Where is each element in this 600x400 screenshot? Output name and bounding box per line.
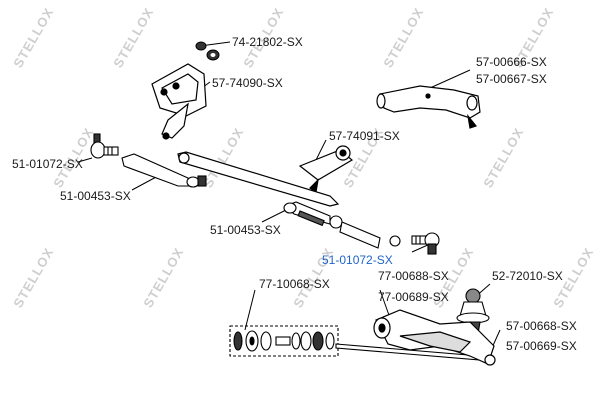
upper-arm-57-00666[interactable] bbox=[376, 85, 481, 129]
tie-rod-51-00453-mid[interactable] bbox=[283, 201, 331, 227]
label-57-00666[interactable]: 57-00666-SX bbox=[476, 55, 547, 69]
label-77-00688[interactable]: 77-00688-SX bbox=[378, 269, 449, 283]
label-77-00689[interactable]: 77-00689-SX bbox=[378, 290, 449, 304]
label-57-00667[interactable]: 57-00667-SX bbox=[476, 72, 547, 86]
idler-arm-57-74090[interactable] bbox=[151, 63, 207, 140]
label-74-21802[interactable]: 74-21802-SX bbox=[232, 35, 303, 49]
label-77-10068[interactable]: 77-10068-SX bbox=[259, 277, 330, 291]
bushing-kit-77-10068[interactable] bbox=[229, 325, 339, 357]
label-57-74090[interactable]: 57-74090-SX bbox=[212, 76, 283, 90]
tie-rod-end-51-01072-left[interactable] bbox=[90, 133, 119, 159]
lower-arm-57-00668[interactable] bbox=[373, 309, 496, 366]
label-51-01072-left[interactable]: 51-01072-SX bbox=[12, 157, 83, 171]
bushing-74-21802[interactable] bbox=[195, 41, 220, 61]
ball-joint-52-72010[interactable] bbox=[456, 288, 490, 335]
label-51-00453-mid[interactable]: 51-00453-SX bbox=[210, 223, 281, 237]
center-link[interactable] bbox=[177, 151, 340, 207]
label-52-72010[interactable]: 52-72010-SX bbox=[492, 269, 563, 283]
label-51-01072-right[interactable]: 51-01072-SX bbox=[322, 253, 393, 267]
tie-rod-51-00453-left[interactable] bbox=[121, 153, 207, 188]
label-51-00453-left[interactable]: 51-00453-SX bbox=[60, 189, 131, 203]
label-57-00668[interactable]: 57-00668-SX bbox=[506, 319, 577, 333]
tie-rod-end-51-01072-right[interactable] bbox=[411, 232, 440, 255]
adjusting-sleeve[interactable] bbox=[329, 215, 401, 249]
pitman-arm-57-74091[interactable] bbox=[298, 145, 354, 194]
label-57-00669[interactable]: 57-00669-SX bbox=[506, 339, 577, 353]
label-57-74091[interactable]: 57-74091-SX bbox=[329, 129, 400, 143]
